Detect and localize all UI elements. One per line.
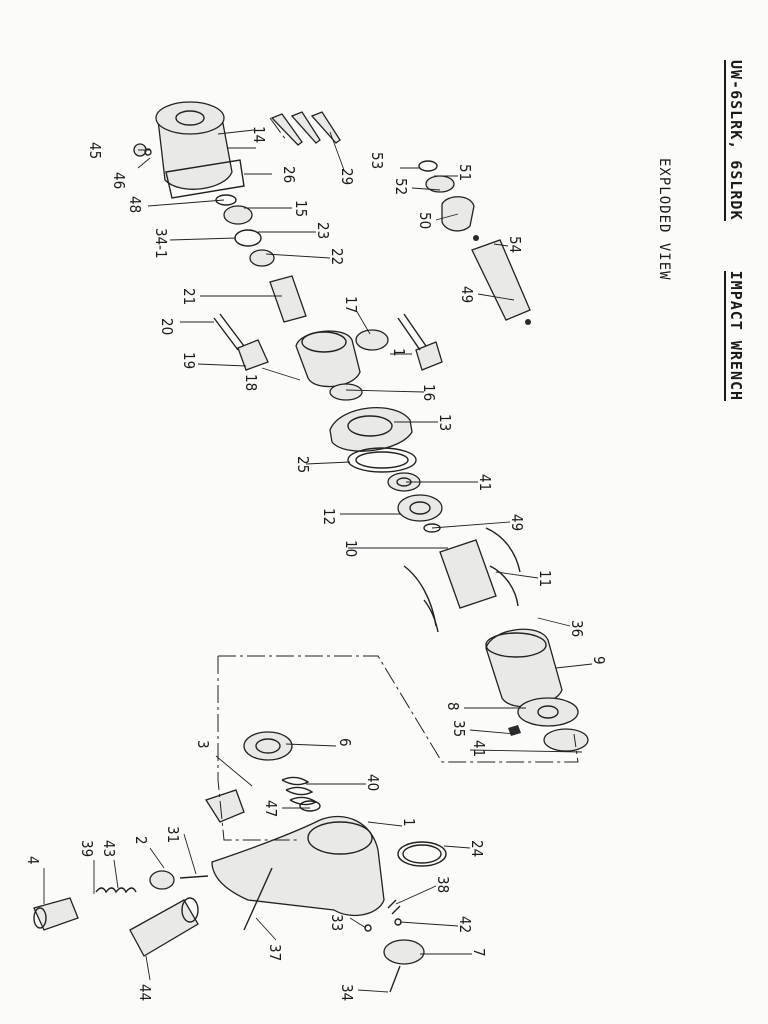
part-29-screws (270, 111, 341, 146)
callout-1-upper: 1 (390, 348, 408, 357)
assembly-chain-line (217, 656, 300, 841)
callout-36: 36 (568, 620, 586, 637)
part-37-31-pins (179, 867, 273, 931)
callout-2: 2 (132, 836, 150, 845)
callout-22: 22 (328, 248, 346, 265)
part-3-trigger (205, 789, 245, 823)
part-16-washer (329, 383, 363, 401)
callout-6: 6 (336, 738, 354, 747)
part-45-46-plug (133, 143, 152, 157)
part-13-end-plate (329, 407, 413, 452)
callout-34: 34 (338, 984, 356, 1001)
callout-4: 4 (24, 856, 42, 865)
part-25-gasket (347, 447, 417, 473)
callout-7: 7 (470, 948, 488, 957)
callout-8: 8 (444, 702, 462, 711)
part-9-cylinder (485, 628, 563, 708)
callout-50: 50 (416, 212, 434, 229)
callout-23: 23 (314, 222, 332, 239)
callout-34-1: 34-1 (152, 228, 170, 259)
part-1-main-housing (211, 815, 385, 917)
callout-24: 24 (468, 840, 486, 857)
callout-3: 3 (194, 740, 212, 749)
assembly-chain-line (269, 117, 287, 141)
part-48-15-23-22-rings (215, 194, 275, 267)
callout-20: 20 (158, 318, 176, 335)
callout-51: 51 (456, 164, 474, 181)
callout-52: 52 (392, 178, 410, 195)
part-21-valve-stem (269, 275, 307, 323)
callout-9: 9 (590, 656, 608, 665)
callout-43: 43 (100, 840, 118, 857)
callout-41-lower: 41 (470, 740, 488, 757)
callout-14: 14 (250, 126, 268, 143)
callout-48: 48 (126, 196, 144, 213)
callout-10: 10 (342, 540, 360, 557)
callout-15: 15 (292, 200, 310, 217)
part-17-1-bushing (355, 313, 443, 371)
callout-49-upper: 49 (458, 286, 476, 303)
callout-41-upper: 41 (476, 474, 494, 491)
callout-17: 17 (342, 296, 360, 313)
callout-21: 21 (180, 288, 198, 305)
callout-26: 26 (280, 166, 298, 183)
callout-13: 13 (436, 414, 454, 431)
part-8-41-rear-plate (508, 697, 589, 752)
callout-29: 29 (338, 168, 356, 185)
callout-37: 37 (266, 944, 284, 961)
callout-54: 54 (506, 236, 524, 253)
part-44-muffler (129, 897, 199, 957)
callout-16: 16 (420, 384, 438, 401)
callout-33: 33 (328, 914, 346, 931)
part-7-34-regulator (383, 939, 425, 993)
part-4-inlet-fitting (33, 897, 79, 931)
callout-25: 25 (294, 456, 312, 473)
part-50-anvil-cap (441, 196, 475, 232)
callout-11: 11 (536, 570, 554, 587)
part-18-cylinder-block (295, 330, 361, 388)
callout-44: 44 (136, 984, 154, 1001)
assembly-chain-line (218, 655, 579, 763)
callout-19: 19 (180, 352, 198, 369)
callout-1-lower: 1 (400, 818, 418, 827)
callout-18: 18 (242, 374, 260, 391)
part-10-11-rotor-blades (403, 527, 521, 633)
callout-38: 38 (434, 876, 452, 893)
callout-53: 53 (368, 152, 386, 169)
part-14-front-housing (155, 101, 245, 199)
part-24-ring (397, 841, 447, 867)
callout-31: 31 (164, 826, 182, 843)
leader-lines (43, 129, 593, 993)
part-38-42-33-pins (364, 899, 402, 932)
callout-39: 39 (78, 840, 96, 857)
part-6-40-47-bushing-spring (243, 731, 321, 812)
part-51-53-52-ring-set (418, 160, 455, 193)
callout-42: 42 (456, 916, 474, 933)
callout-46: 46 (110, 172, 128, 189)
callout-35: 35 (450, 720, 468, 737)
part-2-43-39-valve-spring (95, 870, 175, 894)
callout-12: 12 (320, 508, 338, 525)
callout-47: 47 (262, 800, 280, 817)
callout-40: 40 (364, 774, 382, 791)
part-19-20-lever (213, 313, 269, 371)
callout-45: 45 (86, 142, 104, 159)
part-12-49-plate (397, 494, 443, 533)
callout-49-middle: 49 (508, 514, 526, 531)
